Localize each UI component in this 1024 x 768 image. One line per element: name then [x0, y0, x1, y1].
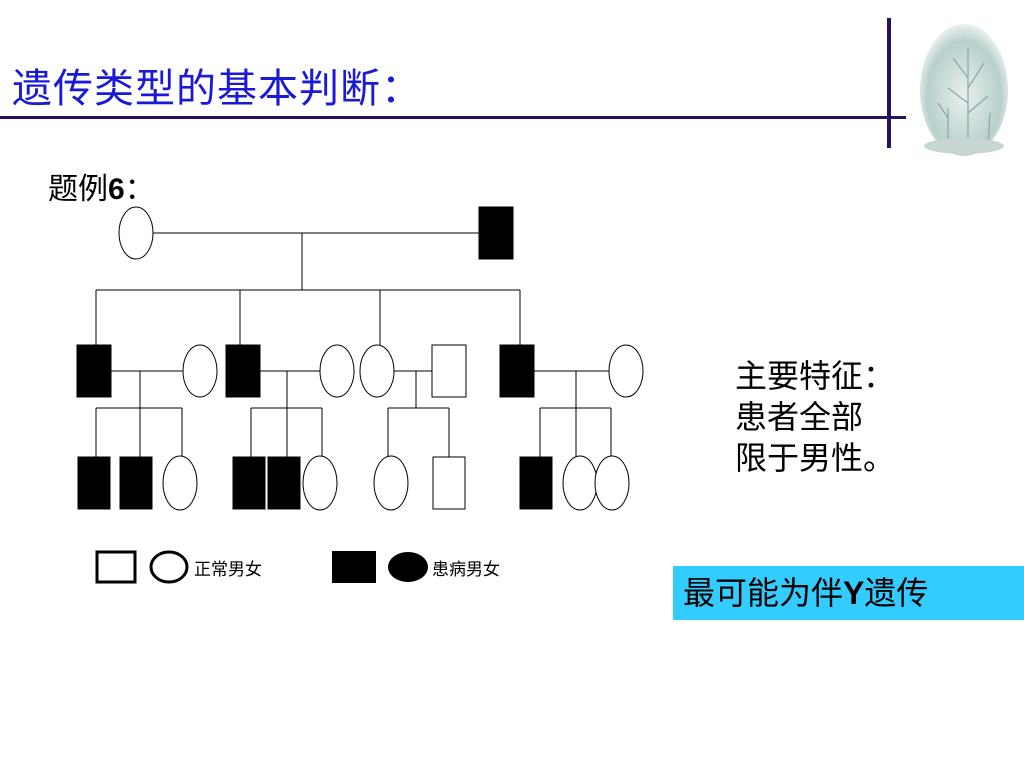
conclusion-box: 最可能为伴Y遗传 [673, 566, 1024, 620]
gen3-person-2-affected-male [119, 456, 153, 510]
feature-line-1: 主要特征： [735, 357, 896, 395]
gen2-person-3-affected-male [225, 344, 261, 398]
gen1-person-1-normal-female [118, 206, 154, 260]
legend-affected-male-symbol [332, 551, 376, 583]
legend-normal-female-symbol [149, 550, 189, 584]
feature-line-2: 患者全部 [735, 398, 864, 436]
gen3-person-11-normal-female [594, 455, 630, 511]
legend-affected-female-symbol [388, 552, 428, 582]
gen3-person-5-affected-male [267, 456, 301, 510]
slide-title: 遗传类型的基本判断： [12, 66, 422, 112]
gen3-person-8-normal-male [432, 456, 466, 510]
gen3-person-1-affected-male [77, 456, 111, 510]
example-label: 题例6： [48, 164, 155, 208]
legend: 正常男女 患病男女 [95, 550, 500, 584]
vertical-divider [887, 18, 891, 148]
conclusion-letter: Y [843, 575, 865, 611]
gen2-person-6-normal-male [431, 344, 467, 398]
gen2-person-5-normal-female [359, 344, 395, 398]
feature-line-3: 限于男性。 [735, 439, 896, 477]
title-divider [0, 116, 906, 119]
conclusion-prefix: 最可能为伴 [683, 574, 844, 612]
gen3-person-6-normal-female [302, 455, 338, 511]
legend-normal-male-symbol [95, 550, 137, 584]
gen2-person-1-affected-male [76, 344, 112, 398]
pedigree-lines [95, 232, 612, 457]
winter-tree-image [920, 24, 1008, 156]
gen3-person-7-normal-female [373, 455, 409, 511]
legend-normal-label: 正常男女 [194, 560, 262, 580]
gen3-person-3-normal-female [162, 455, 198, 511]
main-feature-note: 主要特征： 患者全部 限于男性。 [735, 356, 895, 479]
legend-affected-label: 患病男女 [432, 560, 500, 580]
example-number: 6 [108, 173, 125, 206]
gen3-person-9-affected-male [519, 456, 553, 510]
example-suffix: ： [124, 172, 155, 207]
gen2-person-7-affected-male [499, 344, 535, 398]
pedigree-symbols [76, 206, 644, 511]
gen3-person-10-normal-female [562, 455, 598, 511]
gen2-person-4-normal-female [319, 344, 355, 398]
gen1-person-2-affected-male [478, 206, 514, 260]
gen3-person-4-affected-male [232, 456, 266, 510]
gen2-person-2-normal-female [182, 344, 218, 398]
example-prefix: 题例 [48, 172, 108, 207]
conclusion-suffix: 遗传 [864, 574, 929, 612]
gen2-person-8-normal-female [608, 344, 644, 398]
